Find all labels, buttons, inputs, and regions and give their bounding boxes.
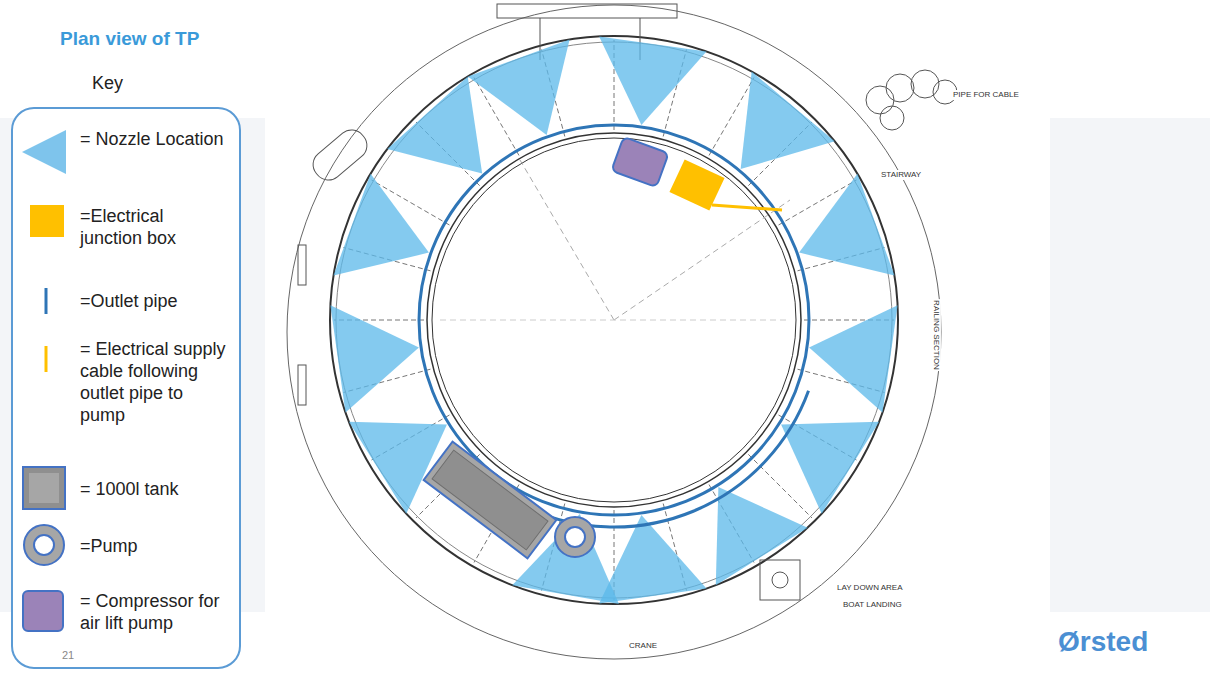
- legend-swatch: [22, 590, 64, 632]
- inner-can: [432, 138, 796, 502]
- compressor: [611, 137, 668, 187]
- nozzle-spray: [781, 422, 879, 514]
- label: 21: [62, 644, 74, 666]
- nozzle-spray: [599, 36, 706, 125]
- legend-text: = Nozzle Location: [80, 128, 230, 150]
- label: Ørsted: [1058, 626, 1148, 658]
- nozzle-spray: [741, 72, 835, 169]
- pump-sample: [24, 525, 64, 565]
- legend-text: =Outlet pipe: [80, 290, 230, 312]
- pump: [555, 517, 595, 557]
- nozzle-spray: [333, 174, 428, 276]
- outlet-pipe: [527, 391, 809, 527]
- outlet-pipe: [419, 125, 809, 515]
- legend-text: = 1000l tank: [80, 478, 230, 500]
- legend-text: =Pump: [80, 535, 230, 557]
- legend-text: =Electrical junction box: [80, 205, 230, 249]
- drawing-sheet: [265, 0, 1050, 675]
- junction-box: [669, 159, 724, 210]
- boat-landing-symbol: [760, 560, 800, 600]
- inner-can: [427, 133, 801, 507]
- pump: [565, 527, 585, 547]
- label: PIPE FOR CABLE: [952, 90, 1020, 100]
- label: BOAT LANDING: [842, 600, 903, 610]
- boat-landing-symbol: [772, 572, 788, 588]
- nozzle-spray: [387, 77, 482, 174]
- nozzle-spray: [799, 174, 894, 276]
- legend-text: = Compressor for air lift pump: [80, 590, 230, 634]
- nozzle-spray: [809, 305, 898, 412]
- legend-frame: [12, 108, 240, 668]
- label: RAILING SECTION: [931, 299, 941, 371]
- lug: [497, 4, 677, 18]
- legend-swatch: [30, 205, 64, 237]
- label: LAY DOWN AREA: [836, 583, 904, 593]
- title: Plan view of TP: [60, 28, 199, 50]
- platform-inner-edge: [336, 42, 892, 598]
- cable-sample: [45, 346, 48, 372]
- centre-line: [440, 320, 790, 321]
- platform-outline: [330, 36, 898, 604]
- lug: [298, 245, 306, 285]
- outlet-pipe-sample: [45, 288, 48, 314]
- detail-callout: [307, 124, 372, 186]
- legend-text: = Electrical supply cable following outl…: [80, 338, 230, 426]
- revision-cloud: [866, 70, 957, 130]
- lug: [298, 365, 306, 405]
- supply-cable: [712, 205, 782, 210]
- centre-line: [520, 160, 614, 320]
- label: STAIRWAY: [880, 170, 922, 180]
- nozzle-spray: [716, 487, 808, 585]
- nozzle-spray: [330, 305, 419, 412]
- legend-swatch: [22, 466, 66, 510]
- pump-sample: [34, 535, 54, 555]
- outer-circle: [287, 5, 941, 659]
- tank: [424, 442, 557, 559]
- nozzle-spray: [468, 39, 570, 134]
- label: CRANE: [628, 641, 658, 651]
- label: Key: [92, 72, 123, 94]
- centre-line: [614, 200, 790, 320]
